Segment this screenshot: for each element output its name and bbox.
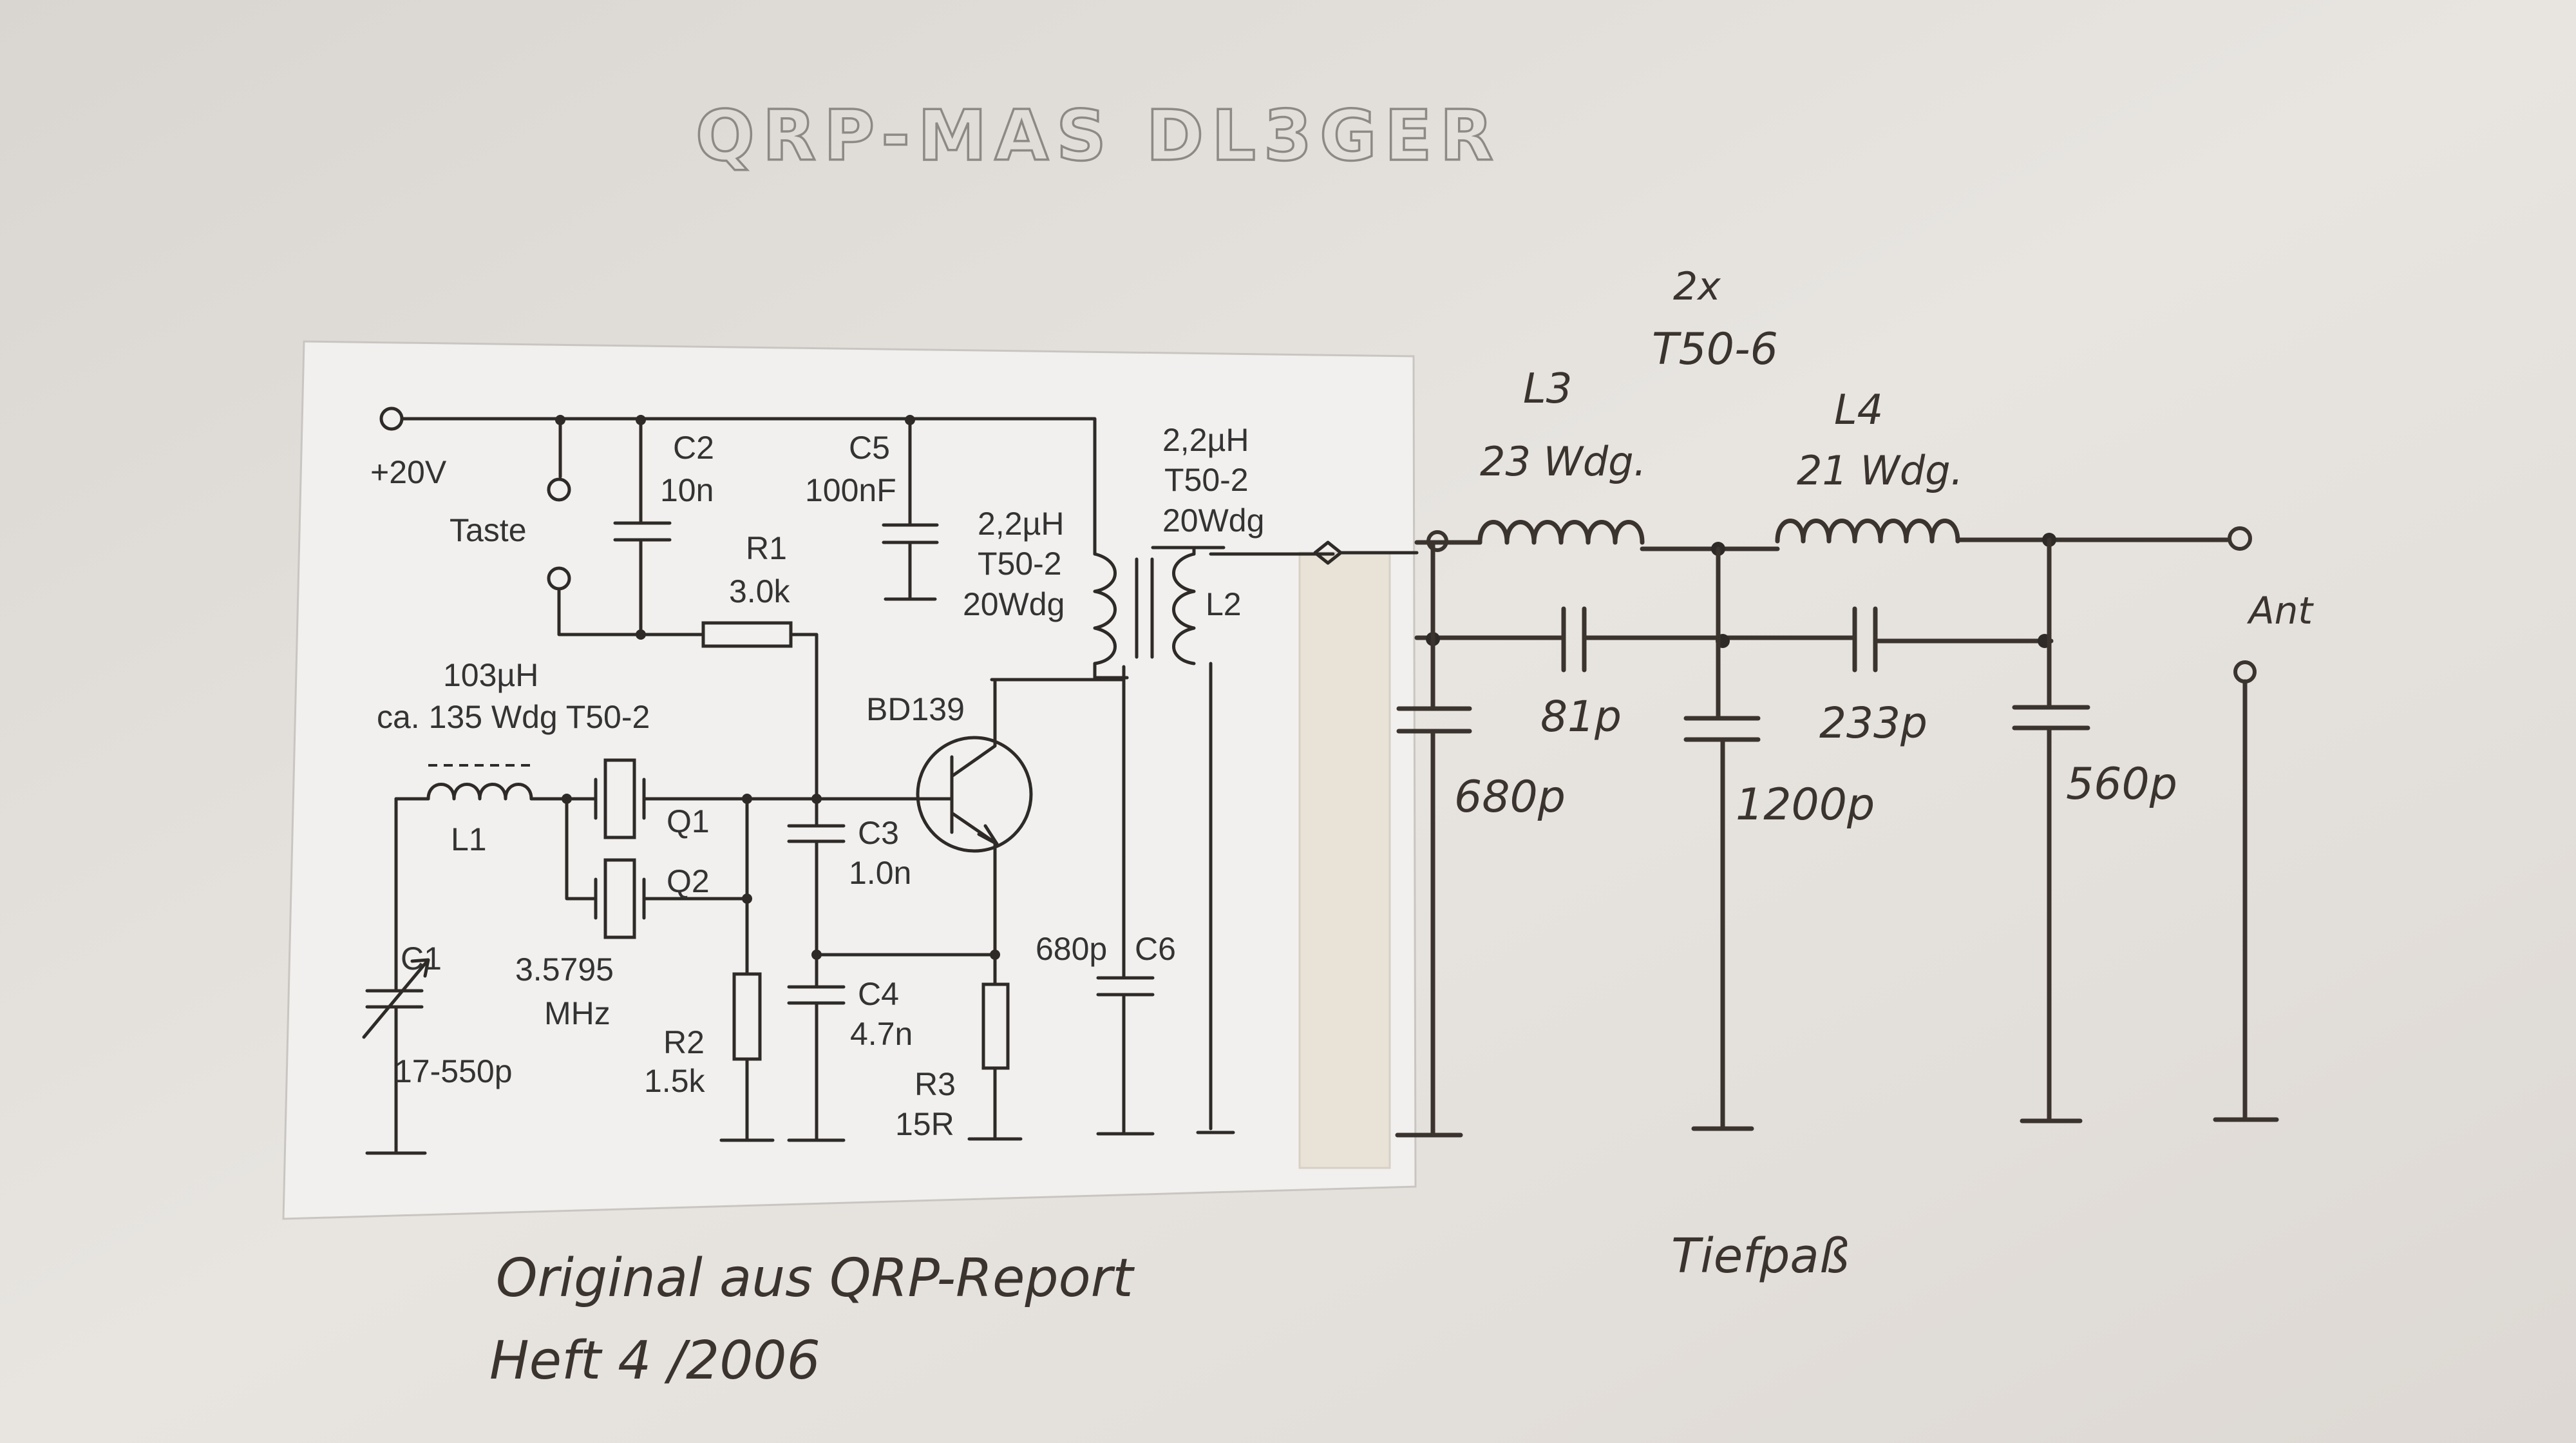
crystal-unit: MHz xyxy=(544,995,611,1031)
antenna-label: Ant xyxy=(2246,589,2314,633)
c6-name: C6 xyxy=(1135,931,1176,967)
source-note-line2: Heft 4 /2006 xyxy=(489,1330,820,1391)
inductor-l3 xyxy=(1477,520,1645,545)
c1-value: 17-550p xyxy=(394,1053,513,1089)
l4-turns: 21 Wdg. xyxy=(1797,447,1963,494)
r1-name: R1 xyxy=(746,530,787,566)
printed-schematic-sheet xyxy=(282,340,1417,1220)
capacitor-680p xyxy=(1395,706,1472,1138)
c1-name: C1 xyxy=(401,941,442,977)
oscillator-circuit xyxy=(362,406,1419,1155)
choke-left-inductance: 2,2µH xyxy=(978,506,1064,542)
printed-labels: +20V Taste C2 10n C5 100nF R1 3.0k 2,2µH… xyxy=(370,422,1264,1142)
transformer-l2 xyxy=(1093,546,1226,680)
capacitor-c6 xyxy=(1096,855,1155,1136)
supply-label: +20V xyxy=(370,454,447,490)
c4-value: 4.7n xyxy=(850,1016,913,1052)
key-label: Taste xyxy=(450,512,527,548)
handwritten-labels: 2x T50-6 L3 23 Wdg. L4 21 Wdg. 81p 233p … xyxy=(489,264,2314,1391)
transistor-label: BD139 xyxy=(866,691,965,727)
source-note-line1: Original aus QRP-Report xyxy=(496,1248,1135,1309)
choke-right-turns: 20Wdg xyxy=(1162,502,1264,539)
capacitor-c3 xyxy=(787,797,846,957)
c3-name: C3 xyxy=(858,815,899,851)
lowpass-filter xyxy=(1395,519,2279,1138)
l1-name: L1 xyxy=(451,821,487,857)
c5-name: C5 xyxy=(849,430,890,466)
r3-name: R3 xyxy=(914,1066,956,1102)
choke-right-inductance: 2,2µH xyxy=(1162,422,1249,458)
r2-name: R2 xyxy=(663,1024,705,1060)
transistor-bd139 xyxy=(815,678,1033,955)
c6-value: 680p xyxy=(1036,931,1107,967)
capacitor-c4 xyxy=(787,953,846,1142)
capacitor-560p xyxy=(2012,705,2090,1123)
l2-label: L2 xyxy=(1206,586,1242,622)
c4-name: C4 xyxy=(858,976,899,1012)
c-shunt-3-label: 560p xyxy=(2066,759,2177,810)
crystal-frequency: 3.5795 xyxy=(515,951,614,988)
key-terminal-top xyxy=(547,477,571,502)
q1-label: Q1 xyxy=(667,803,710,839)
core-type-note: T50-6 xyxy=(1652,324,1778,375)
choke-left-turns: 20Wdg xyxy=(963,586,1065,622)
l3-turns: 23 Wdg. xyxy=(1480,438,1646,485)
c3-value: 1.0n xyxy=(849,855,911,891)
tape-strip xyxy=(1298,551,1391,1169)
c-series-2-label: 233p xyxy=(1819,698,1927,748)
inductor-l1 xyxy=(426,764,535,801)
antenna-terminal xyxy=(2228,526,2252,551)
choke-right-core: T50-2 xyxy=(1164,462,1249,498)
choke-left-core: T50-2 xyxy=(978,546,1062,582)
capacitor-1200p xyxy=(1683,716,1761,1131)
l1-winding: ca. 135 Wdg T50-2 xyxy=(377,699,650,735)
l1-inductance: 103µH xyxy=(443,657,538,693)
c5-value: 100nF xyxy=(805,472,896,508)
trimmer-c1 xyxy=(365,797,427,1155)
page-title: QRP-MAS DL3GER xyxy=(696,96,1501,177)
r1-value: 3.0k xyxy=(729,573,791,609)
c2-value: 10n xyxy=(660,472,714,508)
r2-value: 1.5k xyxy=(644,1063,706,1099)
l3-label: L3 xyxy=(1523,365,1572,413)
l4-label: L4 xyxy=(1834,387,1883,434)
c2-name: C2 xyxy=(673,430,714,466)
c-shunt-1-label: 680p xyxy=(1454,772,1566,823)
inductor-l4 xyxy=(1775,519,1960,544)
capacitor-c2 xyxy=(613,418,672,636)
lowpass-label: Tiefpaß xyxy=(1671,1228,1849,1284)
capacitor-c5 xyxy=(882,418,939,601)
supply-rail xyxy=(400,417,1097,556)
c-series-1-label: 81p xyxy=(1540,692,1622,741)
r3-value: 15R xyxy=(895,1106,954,1142)
core-count-note: 2x xyxy=(1673,264,1721,309)
q2-label: Q2 xyxy=(667,863,710,899)
c-shunt-2-label: 1200p xyxy=(1736,779,1875,830)
